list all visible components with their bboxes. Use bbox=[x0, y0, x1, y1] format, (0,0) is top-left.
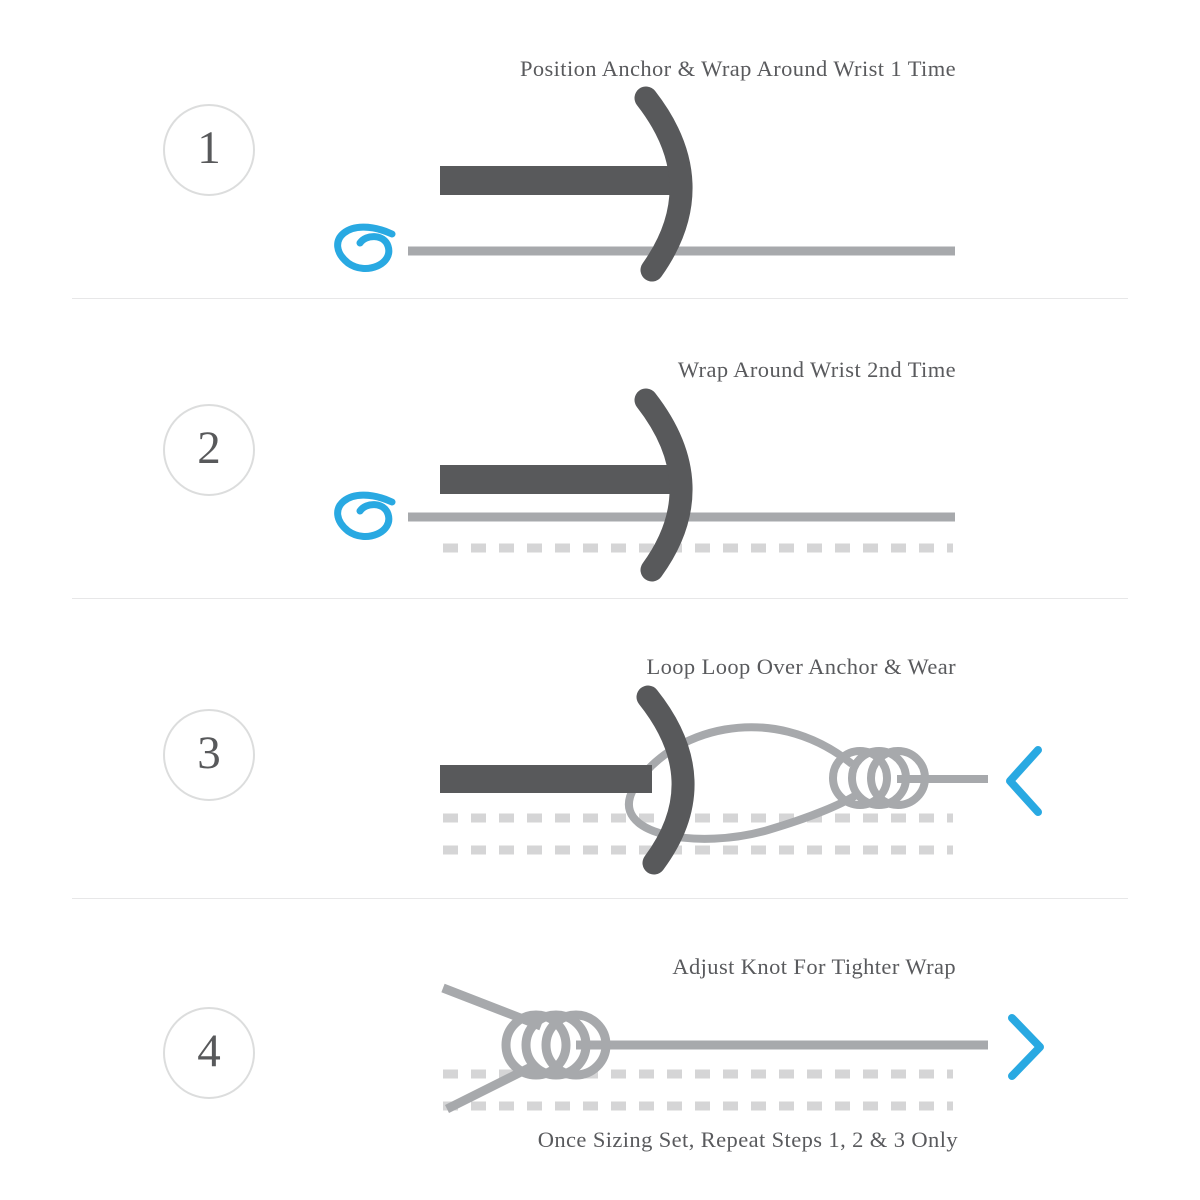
anchor-icon bbox=[440, 388, 693, 582]
step-3-badge: 3 bbox=[163, 709, 255, 801]
step-1-number: 1 bbox=[197, 121, 221, 174]
step-2-section: 2 Wrap Around Wrist 2nd Time bbox=[0, 298, 1200, 598]
anchor-icon bbox=[440, 86, 693, 282]
step-2-illustration bbox=[334, 388, 955, 582]
sizing-footnote: Once Sizing Set, Repeat Steps 1, 2 & 3 O… bbox=[537, 1127, 958, 1152]
section-divider bbox=[72, 898, 1128, 899]
step-2-number: 2 bbox=[197, 421, 221, 474]
step-1-title: Position Anchor & Wrap Around Wrist 1 Ti… bbox=[519, 56, 956, 81]
chevron-right-icon bbox=[1008, 1014, 1044, 1080]
step-1-illustration bbox=[334, 86, 955, 282]
step-3-illustration bbox=[440, 685, 1042, 875]
step-2-title: Wrap Around Wrist 2nd Time bbox=[677, 357, 956, 382]
pull-squiggle-icon bbox=[334, 491, 396, 540]
knot-coil-icon bbox=[829, 747, 929, 809]
step-3-section: 3 Loop Loop Over Anchor & Wear bbox=[0, 598, 1200, 898]
knot-coil-icon bbox=[501, 1010, 611, 1080]
step-4-badge: 4 bbox=[163, 1007, 255, 1099]
step-4-section: 4 Adjust Knot For Tighter Wrap Once Sizi bbox=[0, 898, 1200, 1200]
step-4-title: Adjust Knot For Tighter Wrap bbox=[672, 954, 956, 979]
step-3-title: Loop Loop Over Anchor & Wear bbox=[646, 654, 956, 679]
loop-over-anchor-strand bbox=[624, 723, 988, 843]
step-4-number: 4 bbox=[197, 1024, 221, 1077]
section-divider bbox=[72, 598, 1128, 599]
step-3-number: 3 bbox=[197, 726, 221, 779]
section-divider bbox=[72, 298, 1128, 299]
step-2-badge: 2 bbox=[163, 404, 255, 496]
step-1-badge: 1 bbox=[163, 104, 255, 196]
previous-wrap-dashed-strands bbox=[443, 1069, 953, 1111]
chevron-left-icon bbox=[1006, 746, 1042, 816]
anchor-icon bbox=[440, 685, 695, 875]
step-4-illustration bbox=[441, 983, 1044, 1114]
previous-wrap-dashed-strands bbox=[443, 813, 953, 855]
pull-squiggle-icon bbox=[334, 223, 396, 272]
step-1-section: 1 Position Anchor & Wrap Around Wrist 1 … bbox=[0, 0, 1200, 298]
